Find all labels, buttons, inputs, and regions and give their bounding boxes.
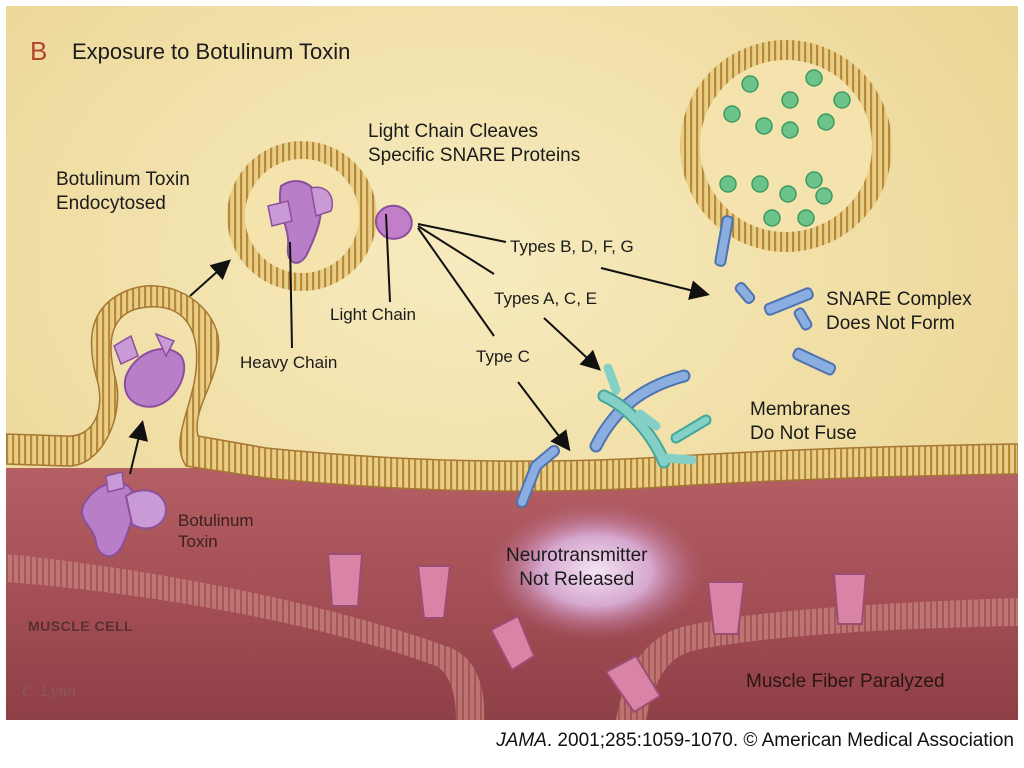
endocytosed-label: Botulinum Toxin Endocytosed [56,168,190,216]
snare-line-2: Does Not Form [826,312,955,334]
citation: JAMA. 2001;285:1059-1070. © American Med… [496,730,1014,752]
light-chain-label: Light Chain [330,305,417,324]
synaptic-vesicle-interior [700,60,872,232]
acetylcholine-receptors [326,553,868,714]
botulinum-figure [6,6,1018,720]
citation-journal: JAMA [496,730,547,751]
botulinum-line-1: Botulinum [178,511,254,530]
endocytosed-line-2: Endocytosed [56,192,166,214]
membranes-line-1: Membranes [750,399,851,420]
panel-title: Exposure to Botulinum Toxin [72,39,351,64]
types-bdfg-label: Types B, D, F, G [510,237,634,256]
muscle-cell-label: MUSCLE CELL [28,618,134,634]
neurotransmitter-label: Neurotransmitter Not Released [506,544,648,592]
membranes-label: Membranes Do Not Fuse [750,398,857,446]
botulinum-toxin-molecule [81,471,168,557]
membranes-line-2: Do Not Fuse [750,422,857,444]
cleaves-line-1: Light Chain Cleaves [368,121,539,142]
snare-fragments-membrane [516,363,712,508]
type-c-label: Type C [476,347,530,366]
heavy-chain-label: Heavy Chain [240,353,338,372]
panel-letter: B [30,36,48,66]
light-chain-fragment [375,204,413,240]
endocytosed-line-1: Botulinum Toxin [56,169,190,190]
forming-endosome [113,332,186,408]
endosome-vesicle [227,141,377,291]
neurotransmitter-line-1: Neurotransmitter [506,545,648,566]
snare-fragments-blue [714,215,837,376]
neurotransmitter-line-2: Not Released [519,568,635,590]
muscle-fiber-membrane [6,554,485,720]
botulinum-toxin-label: Botulinum Toxin [178,510,254,553]
citation-details: . 2001;285:1059-1070. © American Medical… [546,730,1014,751]
artist-signature: C. Lynn [22,684,77,700]
snare-complex-label: SNARE Complex Does Not Form [826,288,972,336]
types-ace-label: Types A, C, E [494,289,597,308]
presynaptic-membrane [6,285,1018,492]
muscle-fiber-label: Muscle Fiber Paralyzed [746,671,945,692]
neurotransmitter-dots [719,69,851,227]
synaptic-vesicle [680,40,892,252]
cleaves-line-2: Specific SNARE Proteins [368,144,581,166]
arrows [128,213,710,475]
botulinum-line-2: Toxin [178,532,218,552]
no-release-glow [486,501,706,641]
snare-line-1: SNARE Complex [826,289,972,310]
cleaves-label: Light Chain Cleaves Specific SNARE Prote… [368,120,580,168]
